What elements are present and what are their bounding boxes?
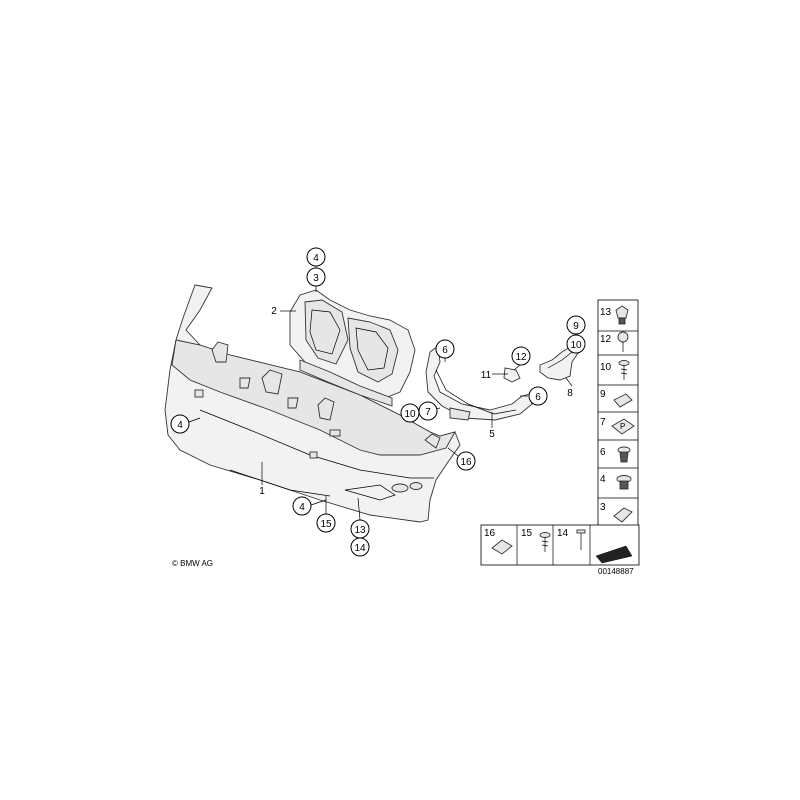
callout-6-left: 6: [435, 339, 455, 359]
callout-13: 13: [350, 519, 370, 539]
callout-4-left: 4: [170, 414, 190, 434]
legend-label-3: 3: [600, 502, 606, 513]
svg-text:11: 11: [481, 370, 492, 381]
legend-label-12: 12: [600, 334, 612, 345]
svg-text:4: 4: [177, 420, 183, 431]
callout-4-bottom: 4: [292, 496, 312, 516]
legend-screw-12-icon: [617, 331, 629, 352]
callout-8: 8: [567, 388, 573, 399]
legend-label-9: 9: [600, 389, 606, 400]
callout-5: 5: [489, 429, 495, 440]
svg-text:9: 9: [573, 321, 579, 332]
callout-14: 14: [350, 537, 370, 557]
svg-text:16: 16: [460, 457, 472, 468]
svg-text:13: 13: [354, 525, 366, 536]
legend-label-10: 10: [600, 362, 612, 373]
legend-nut-4-icon: [616, 475, 632, 490]
svg-text:12: 12: [515, 352, 527, 363]
callout-10-left: 10: [400, 403, 420, 423]
svg-text:8: 8: [567, 388, 573, 399]
callout-4-top: 4: [306, 247, 326, 267]
legend-label-13: 13: [600, 307, 612, 318]
callout-1: 1: [259, 486, 265, 497]
legend-arrow-icon: [595, 545, 633, 564]
legend-label-15: 15: [521, 528, 533, 539]
svg-text:5: 5: [489, 429, 495, 440]
copyright-text: © BMW AG: [172, 559, 213, 568]
callout-10-right: 10: [566, 334, 586, 354]
svg-text:6: 6: [535, 392, 541, 403]
svg-text:10: 10: [404, 409, 416, 420]
svg-text:7: 7: [425, 407, 431, 418]
grille-carrier: [289, 289, 416, 407]
legend-screw-15-icon: [539, 532, 551, 552]
svg-text:1: 1: [259, 486, 265, 497]
callout-3: 3: [306, 267, 326, 287]
diagram-number: 00148887: [598, 567, 634, 576]
bracket-part8: [539, 343, 581, 381]
svg-text:6: 6: [442, 345, 448, 356]
svg-text:P: P: [620, 422, 625, 431]
legend-clip-16-icon: [491, 539, 513, 555]
legend-label-16: 16: [484, 528, 496, 539]
callout-2: 2: [271, 306, 277, 317]
svg-text:2: 2: [271, 306, 277, 317]
bracket-part5: [425, 345, 533, 421]
clip-part12: [503, 367, 521, 383]
svg-text:10: 10: [570, 340, 582, 351]
bumper-cover: [164, 284, 461, 523]
legend-screw-10-icon: [618, 360, 630, 380]
callout-9: 9: [566, 315, 586, 335]
svg-text:4: 4: [299, 502, 305, 513]
legend-clip-7-icon: P: [611, 418, 635, 435]
legend-label-4: 4: [600, 474, 606, 485]
callout-6-right: 6: [528, 386, 548, 406]
svg-text:3: 3: [313, 273, 319, 284]
legend-bottom-row: 16 15 14: [480, 524, 640, 566]
legend-column: 13 12 10 9 7 P 6 4: [597, 299, 639, 534]
legend-label-6: 6: [600, 447, 606, 458]
svg-text:4: 4: [313, 253, 319, 264]
svg-text:15: 15: [320, 519, 332, 530]
legend-label-14: 14: [557, 528, 569, 539]
svg-text:14: 14: [354, 543, 366, 554]
callout-12: 12: [511, 346, 531, 366]
callout-7: 7: [418, 401, 438, 421]
legend-clip-6-icon: [617, 446, 631, 463]
legend-clip-3-icon: [613, 507, 633, 523]
callout-11: 11: [481, 370, 492, 381]
legend-clip-13-icon: [615, 305, 629, 325]
legend-bolt-14-icon: [576, 529, 586, 550]
legend-clip-9-icon: [613, 393, 633, 408]
callout-15: 15: [316, 513, 336, 533]
legend-label-7: 7: [600, 417, 606, 428]
callout-16: 16: [456, 451, 476, 471]
